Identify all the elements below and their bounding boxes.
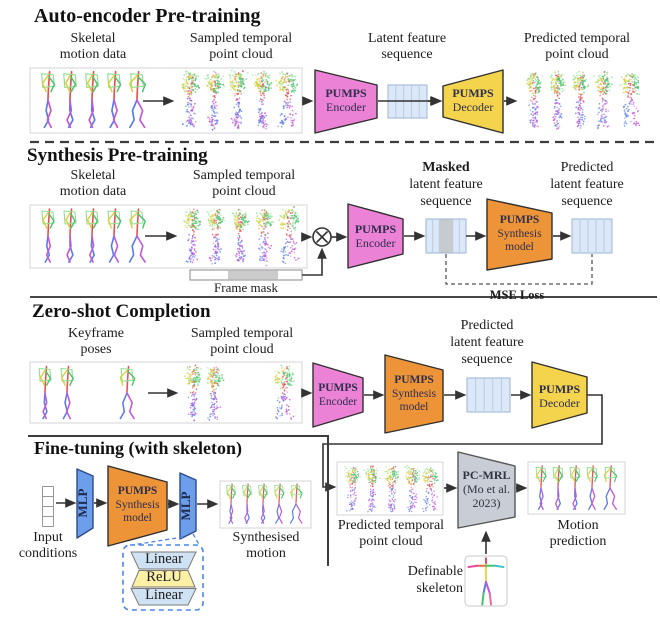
mlp-detail-callout bbox=[122, 533, 204, 611]
ft-mlp1-label: MLP bbox=[75, 488, 90, 518]
label-masked-latent-sequence: Masked latent feature sequence bbox=[409, 160, 483, 209]
relu-shape bbox=[131, 570, 196, 588]
skeleton-and-cloud-figures bbox=[38, 69, 641, 606]
ae-pumps-decoder-shape bbox=[442, 69, 504, 134]
ft-pumps-synthesis-shape bbox=[107, 465, 168, 547]
zs-pumps-synthesis-label: PUMPS Synthesis model bbox=[391, 374, 437, 413]
input-conditions-stack bbox=[42, 486, 54, 527]
finetuning-border bbox=[28, 435, 329, 566]
label-predicted-latent-sequence-1: Predicted latent feature sequence bbox=[550, 160, 624, 209]
relu-label: ReLU bbox=[146, 569, 182, 585]
zs-pumps-synthesis-shape bbox=[384, 354, 444, 434]
linear2-shape bbox=[130, 588, 197, 606]
sp-pumps-synthesis-shape bbox=[486, 198, 553, 271]
linear2-label: Linear bbox=[145, 587, 183, 603]
connectors bbox=[56, 96, 603, 554]
label-mse-loss: MSE Loss bbox=[489, 288, 545, 302]
section-separators bbox=[28, 140, 657, 566]
sp-pumps-synthesis-label: PUMPS Synthesis model bbox=[497, 214, 542, 253]
section-title-autoencoder: Auto-encoder Pre-training bbox=[34, 5, 261, 27]
ft-pumps-synthesis-label: PUMPS Synthesis model bbox=[115, 485, 160, 524]
frame-mask-masked-span bbox=[228, 270, 278, 280]
label-predicted-latent-sequence-2: Predicted latent feature sequence bbox=[450, 318, 524, 367]
ft-mlp1-shape bbox=[76, 468, 94, 539]
pcmrl-shape bbox=[457, 451, 516, 529]
tpose-skeleton bbox=[467, 557, 505, 606]
zs-pumps-encoder-shape bbox=[312, 362, 364, 428]
section-title-synthesis: Synthesis Pre-training bbox=[27, 145, 208, 166]
linear1-shape bbox=[130, 551, 197, 570]
multiply-icon bbox=[312, 227, 332, 247]
ft-mlp2-label: MLP bbox=[178, 491, 193, 521]
pcmrl-label: PC-MRL (Mo et al. 2023) bbox=[462, 468, 511, 510]
section-title-finetuning: Fine-tuning (with skeleton) bbox=[34, 438, 243, 458]
zs-pumps-decoder-shape bbox=[531, 361, 588, 429]
linear1-label: Linear bbox=[145, 551, 183, 567]
ae-pumps-encoder-shape bbox=[314, 69, 378, 134]
model-blocks bbox=[76, 69, 588, 547]
label-frame-mask: Frame mask bbox=[214, 280, 278, 295]
ft-mlp2-shape bbox=[179, 472, 197, 540]
mse-loss-links bbox=[445, 254, 593, 285]
section-title-zeroshot: Zero-shot Completion bbox=[32, 301, 211, 322]
latent-rects bbox=[42, 84, 613, 527]
sp-pumps-encoder-shape bbox=[347, 203, 404, 269]
